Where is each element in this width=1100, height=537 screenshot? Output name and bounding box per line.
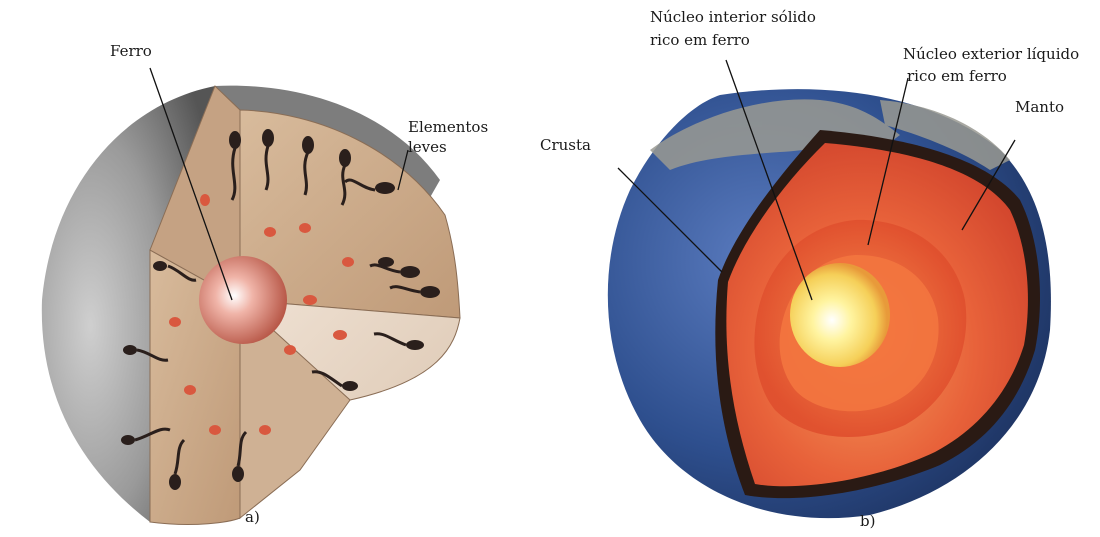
- label-iron: Ferro: [110, 42, 152, 60]
- caption-b: b): [860, 512, 875, 530]
- figure-b: Núcleo interior sólido rico em ferro Núc…: [540, 8, 1079, 530]
- label-inner-core-2: rico em ferro: [650, 31, 750, 49]
- caption-a: a): [245, 508, 260, 526]
- label-mantle: Manto: [1015, 98, 1064, 116]
- figure-a: Ferro Elementos leves a): [42, 42, 488, 526]
- label-outer-core-2: rico em ferro: [907, 67, 1007, 85]
- label-light-elements-2: leves: [408, 138, 447, 156]
- label-crust: Crusta: [540, 136, 591, 154]
- label-outer-core-1: Núcleo exterior líquido: [903, 45, 1079, 63]
- label-inner-core-1: Núcleo interior sólido: [650, 8, 816, 26]
- label-light-elements-1: Elementos: [408, 118, 488, 136]
- iron-core-sphere: [199, 256, 287, 344]
